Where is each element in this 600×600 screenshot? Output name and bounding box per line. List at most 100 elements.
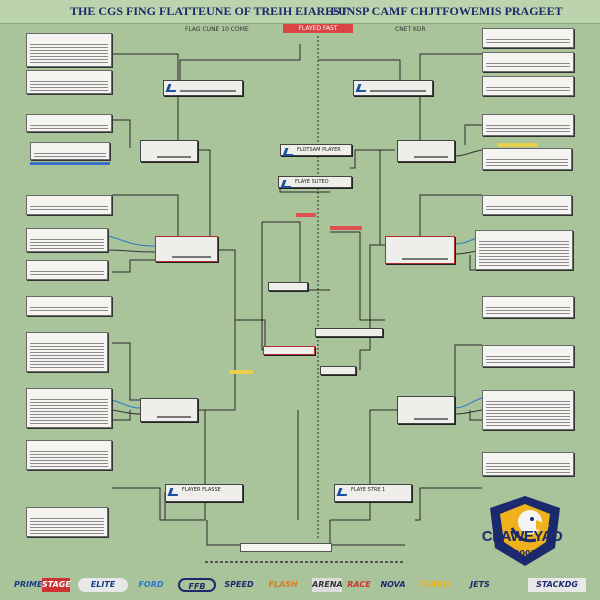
player-icon [280,180,294,188]
text-rules [30,123,108,129]
sponsor-logo-1[interactable]: PRIME [14,580,43,589]
right-entry-5[interactable] [482,148,572,170]
left-entry-2[interactable] [26,70,112,94]
center-node-4-label: FLAYE STRE 1 [351,487,386,493]
player-icon [355,84,369,92]
text-rules [486,85,570,93]
sponsor-logo-7[interactable]: FLASH [268,580,298,589]
text-rules [486,399,570,427]
sponsor-logo-12[interactable]: JETS [470,580,490,589]
sponsor-logo-3[interactable]: ELITE [78,578,128,592]
sponsor-logo-13[interactable]: STACKDG [528,578,586,592]
center-slot-3[interactable] [263,346,315,355]
text-rules [30,341,104,369]
text-rules [30,237,104,249]
center-slot-4[interactable] [320,366,356,375]
center-slot-2[interactable] [315,328,383,337]
bracket-node-l4[interactable] [140,398,198,422]
sponsor-logo-2[interactable]: STAGE [42,578,71,592]
right-entry-1[interactable] [482,28,574,48]
right-entry-2[interactable] [482,52,574,72]
left-entry-7[interactable] [26,260,108,280]
text-rules [486,37,570,45]
left-entry-highlight [30,162,110,165]
text-rules [30,269,104,277]
text-underline [172,256,211,258]
text-underline [180,90,236,92]
left-entry-4[interactable] [30,142,110,160]
page-title-left: THE CGS FING FLATTEUNE OF TREIH EIAREST [70,4,348,18]
sponsor-logo-8[interactable]: ARENA [312,578,343,592]
logo-name: CLAWEYAD [481,528,563,545]
text-rules [486,461,570,473]
text-rules [30,79,108,91]
right-entry-6[interactable] [482,195,572,215]
text-underline [402,258,448,260]
sponsor-logo-5[interactable]: FFB [178,578,216,592]
text-underline [157,416,191,418]
right-entry-4[interactable] [482,114,574,136]
text-rules [30,42,108,64]
text-rules [486,305,570,315]
text-rules [486,354,570,364]
sponsor-logo-9[interactable]: RACE [347,580,371,589]
center-node-2-label: FLAYE SUTEO [295,179,329,185]
text-underline [157,156,191,158]
title-bar [0,0,600,24]
left-entry-5[interactable] [26,195,112,215]
right-entry-highlight [498,143,538,147]
right-entry-8[interactable] [482,296,574,318]
bracket-node-r2[interactable] [397,140,455,162]
player-icon [336,488,350,496]
right-entry-10[interactable] [482,390,574,430]
right-entry-11[interactable] [482,452,574,476]
bracket-node-r4[interactable] [397,396,455,424]
left-entry-1[interactable] [26,33,112,67]
text-rules [486,204,568,212]
text-rules [30,449,108,467]
bracket-node-r3[interactable] [385,236,455,264]
left-entry-8[interactable] [26,296,112,316]
center-highlight-red [330,226,362,230]
text-rules [30,397,108,425]
sponsor-logo-11[interactable]: TURBO [418,580,450,589]
player-icon [282,148,296,156]
player-icon [165,84,179,92]
final-slot[interactable] [240,543,332,552]
center-node-3[interactable]: FLAYER FLASSE [165,484,243,502]
subheader-right: CNET KOR [395,26,426,33]
right-entry-7[interactable] [475,230,573,270]
player-icon [167,488,181,496]
sponsor-logo-6[interactable]: SPEED [224,580,254,589]
text-rules [30,516,104,534]
text-rules [486,157,568,167]
center-node-1[interactable]: FLOTSAM PLAYER [280,144,352,156]
center-highlight-red-2 [296,213,316,217]
right-entry-9[interactable] [482,345,574,367]
bracket-node-top-left[interactable] [163,80,243,96]
text-rules [479,239,569,267]
center-node-3-label: FLAYER FLASSE [182,487,221,493]
left-entry-11[interactable] [26,440,112,470]
center-slot-1[interactable] [268,282,308,291]
text-rules [30,305,108,313]
bracket-node-l3[interactable] [155,236,218,262]
left-entry-10[interactable] [26,388,112,428]
bracket-node-l2[interactable] [140,140,198,162]
sponsor-logo-4[interactable]: FORD [138,580,164,589]
bracket-node-top-right[interactable] [353,80,433,96]
text-underline [370,90,426,92]
right-entry-3[interactable] [482,76,574,96]
text-rules [30,204,108,212]
left-entry-6[interactable] [26,228,108,252]
page-title-right: EUNSP CAMF CHJTFOWEMIS PRAGEET [330,4,563,18]
left-entry-12[interactable] [26,507,108,537]
subheader-center-flag: FLAYED FAST [283,24,353,33]
left-entry-9[interactable] [26,332,108,372]
sponsor-logo-10[interactable]: NOVA [380,580,406,589]
center-node-2[interactable]: FLAYE SUTEO [278,176,352,188]
left-entry-3[interactable] [26,114,112,132]
logo-year: 2003 [513,549,537,558]
center-node-4[interactable]: FLAYE STRE 1 [334,484,412,502]
center-highlight-yellow [229,370,253,374]
